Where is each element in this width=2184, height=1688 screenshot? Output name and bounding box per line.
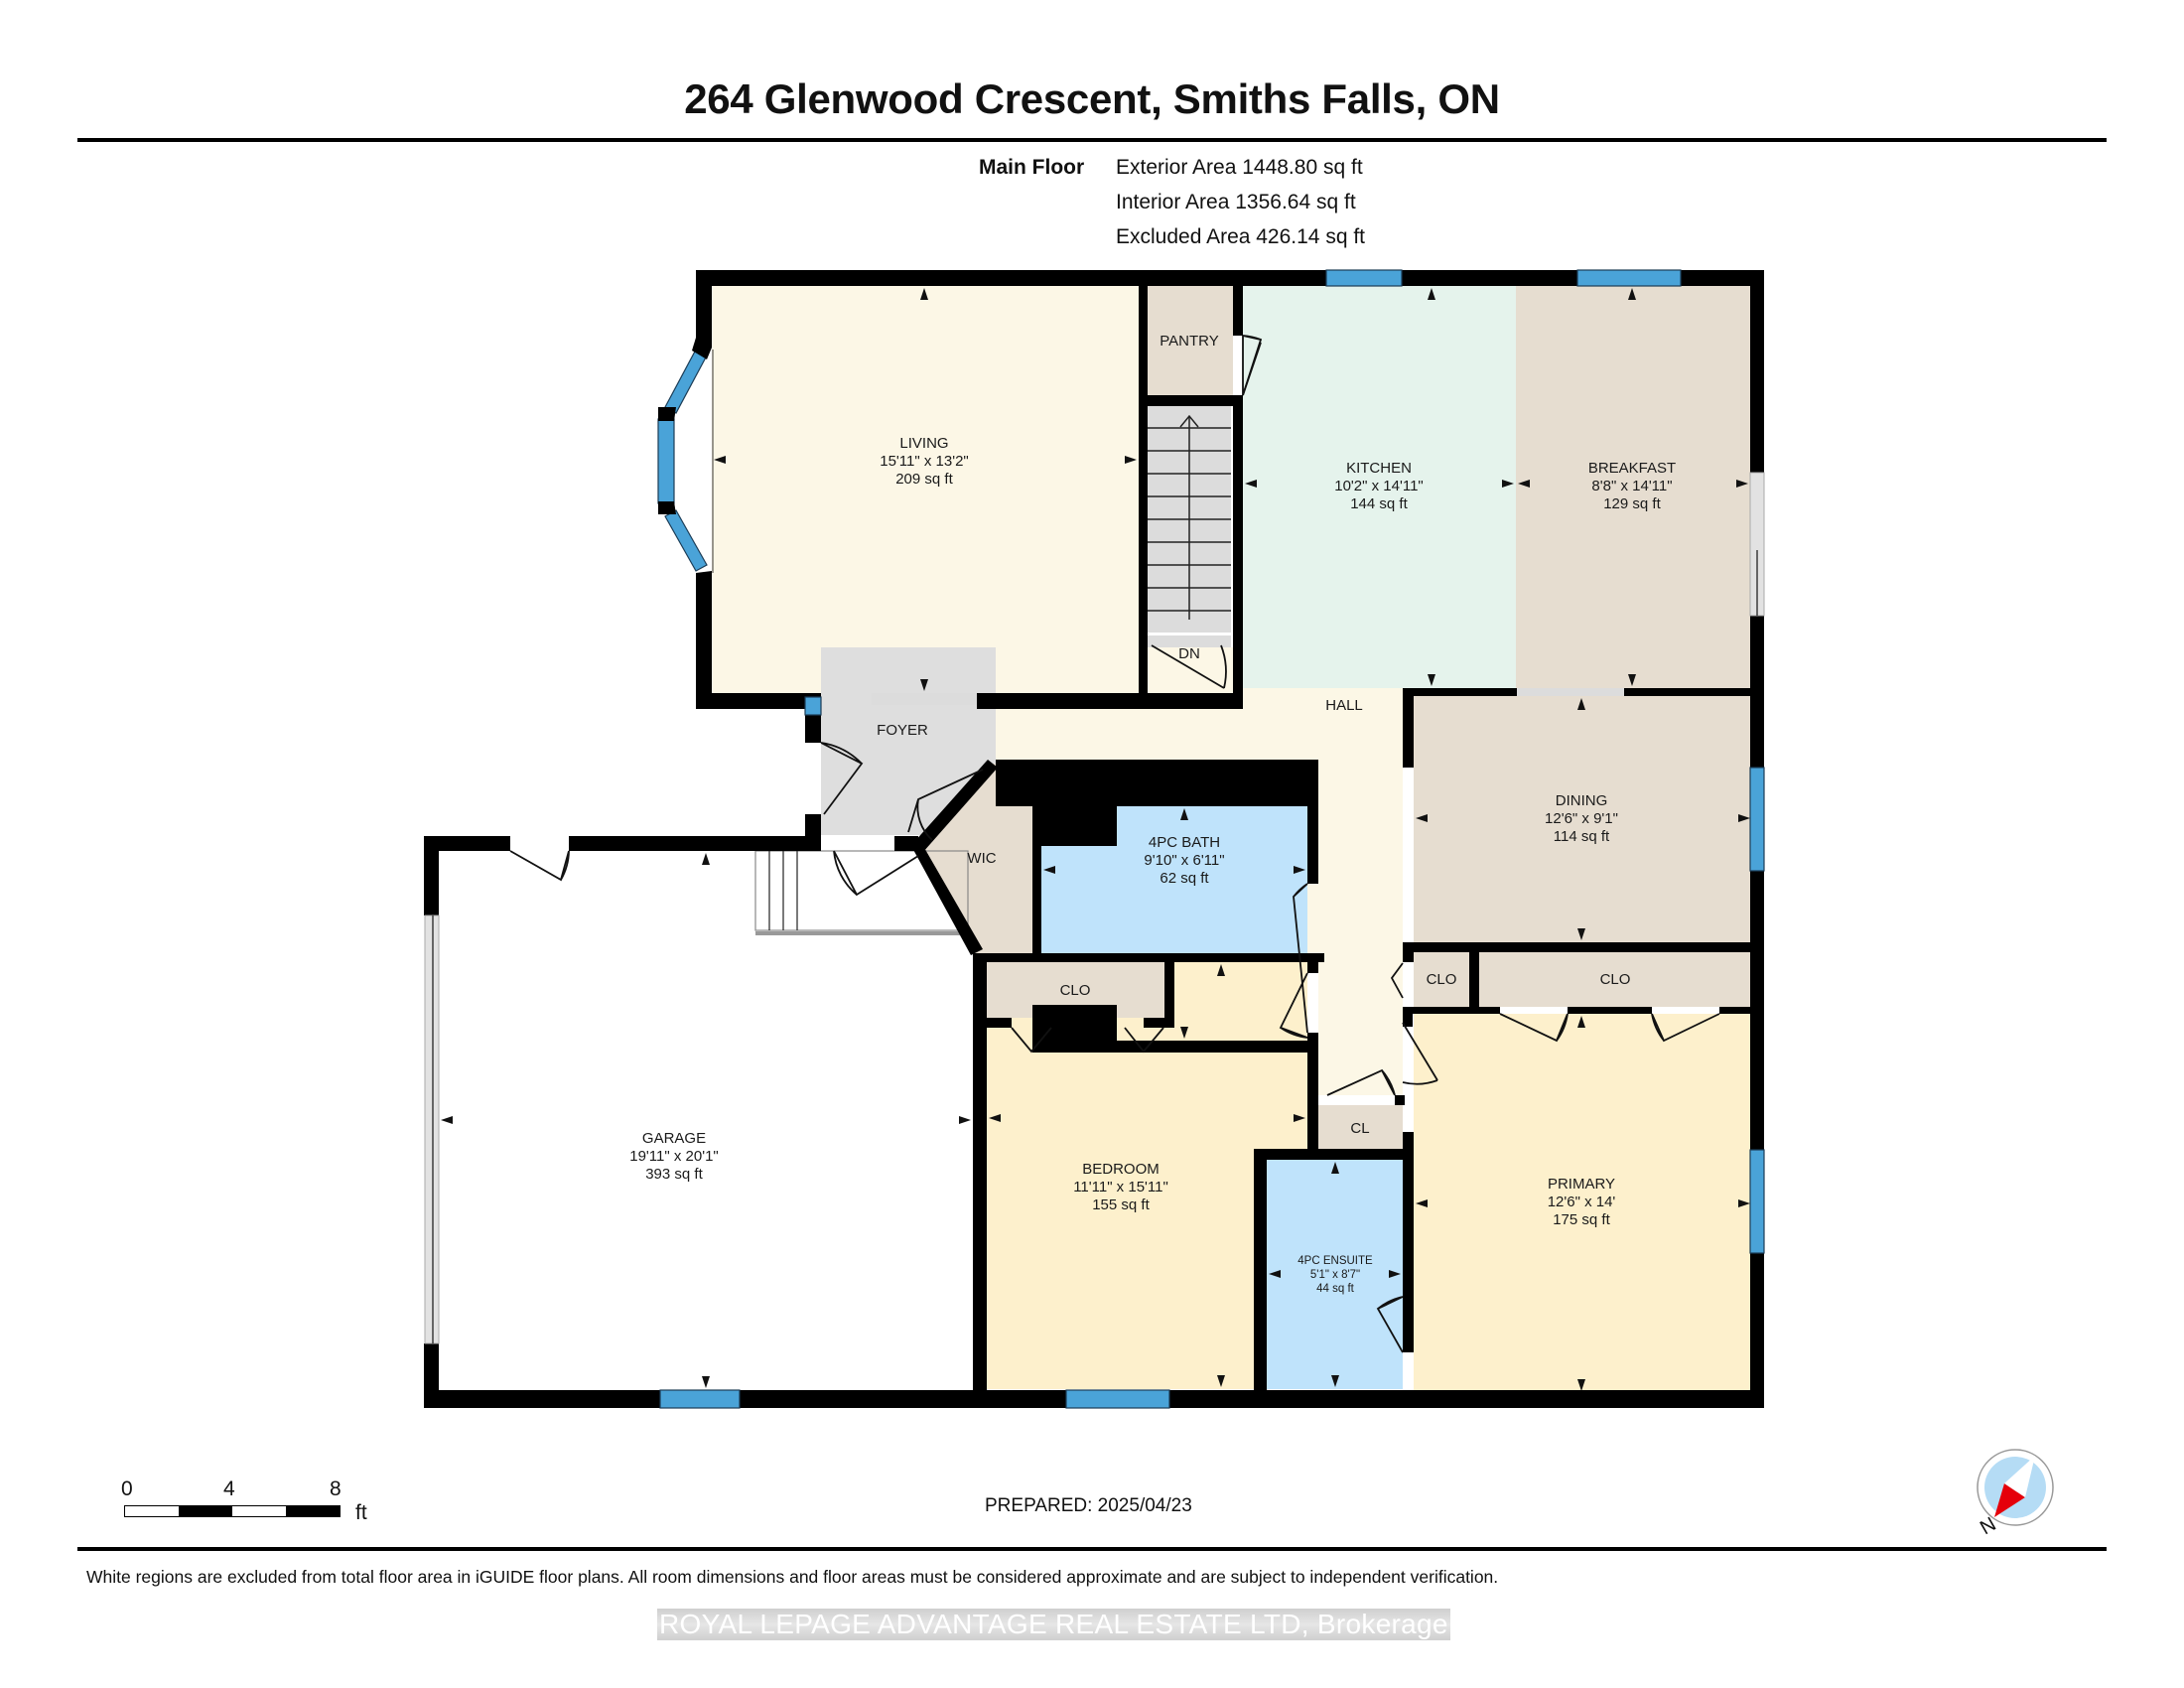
prepared-date: PREPARED: 2025/04/23	[985, 1495, 1192, 1516]
foyer-name: FOYER	[877, 722, 928, 739]
pantry-fill	[1148, 286, 1233, 395]
ensuite-fill	[1267, 1160, 1403, 1389]
dining-dims: 12'6" x 9'1"	[1545, 810, 1618, 827]
breakfast-name: BREAKFAST	[1588, 460, 1676, 477]
garage-area: 393 sq ft	[645, 1166, 703, 1183]
bedroom-dims: 11'11" x 15'11"	[1073, 1179, 1168, 1196]
compass-icon: N	[1977, 1449, 2054, 1539]
kitchen-window	[1325, 269, 1403, 287]
bay-window-frame	[658, 338, 712, 586]
hall-fill	[996, 647, 1403, 1095]
clo-bedroom-name: CLO	[1060, 982, 1091, 999]
living-name: LIVING	[899, 435, 948, 452]
primary-fill	[1414, 1014, 1752, 1393]
scale-tick-0: 0	[121, 1477, 133, 1500]
openings	[872, 635, 1624, 705]
dining-name: DINING	[1556, 792, 1608, 809]
living-area: 209 sq ft	[895, 471, 953, 488]
clo-primary-fill	[1479, 952, 1752, 1007]
scale-tick-8: 8	[330, 1477, 341, 1500]
scale-unit: ft	[355, 1501, 367, 1524]
bath-dims: 9'10" x 6'11"	[1144, 852, 1224, 869]
scale-bar-graphic	[124, 1505, 341, 1517]
scale-tick-4: 4	[223, 1477, 235, 1500]
breakfast-area: 129 sq ft	[1603, 495, 1661, 512]
interior-area: Interior Area 1356.64 sq ft	[1116, 191, 1356, 213]
kitchen-name: KITCHEN	[1346, 460, 1412, 477]
pantry-name: PANTRY	[1160, 333, 1218, 350]
garage-name: GARAGE	[642, 1130, 706, 1147]
excluded-area: Excluded Area 426.14 sq ft	[1116, 225, 1366, 248]
brokerage-watermark: ROYAL LEPAGE ADVANTAGE REAL ESTATE LTD, …	[657, 1609, 1450, 1640]
kitchen-dims: 10'2" x 14'11"	[1334, 478, 1424, 494]
primary-area: 175 sq ft	[1553, 1211, 1610, 1228]
dining-window	[1749, 767, 1765, 872]
cl-name: CL	[1350, 1120, 1369, 1137]
bay-window-top	[664, 349, 708, 414]
wic-name: WIC	[967, 850, 996, 867]
page-title: 264 Glenwood Crescent, Smiths Falls, ON	[684, 75, 1500, 122]
stair-treads	[1148, 414, 1231, 620]
bath-name: 4PC BATH	[1149, 834, 1220, 851]
living-fill	[712, 286, 1139, 693]
garage-fill	[439, 851, 973, 1390]
garage-steps	[754, 850, 969, 935]
wic-fill	[915, 764, 1032, 953]
doors	[509, 335, 1720, 1353]
bedroom-window	[1065, 1389, 1170, 1409]
primary-window	[1749, 1149, 1765, 1254]
exterior-area: Exterior Area 1448.80 sq ft	[1116, 156, 1363, 179]
foyer-window	[804, 696, 822, 716]
kitchen-fill	[1243, 286, 1517, 688]
ensuite-area: 44 sq ft	[1316, 1283, 1355, 1295]
garage-dims: 19'11" x 20'1"	[629, 1148, 719, 1165]
disclaimer: White regions are excluded from total fl…	[86, 1567, 1499, 1587]
living-dims: 15'11" x 13'2"	[880, 453, 969, 470]
floor-label: Main Floor	[979, 156, 1085, 179]
bay-window-front	[657, 418, 675, 504]
ensuite-dims: 5'1" x 8'7"	[1310, 1269, 1360, 1281]
breakfast-fill	[1516, 286, 1750, 688]
breakfast-window	[1576, 269, 1682, 287]
dining-fill	[1414, 696, 1752, 942]
dining-area: 114 sq ft	[1554, 828, 1610, 845]
garage-door	[424, 914, 440, 1344]
clo-small-fill	[1414, 952, 1469, 1007]
ensuite-name: 4PC ENSUITE	[1297, 1255, 1373, 1267]
breakfast-dims: 8'8" x 14'11"	[1591, 478, 1672, 494]
room-labels: LIVING 15'11" x 13'2" 209 sq ft PANTRY K…	[629, 333, 1676, 1295]
kitchen-area: 144 sq ft	[1350, 495, 1408, 512]
bath-area: 62 sq ft	[1160, 870, 1209, 887]
bedroom-name: BEDROOM	[1082, 1161, 1160, 1178]
bay-window-bottom	[664, 509, 708, 572]
hall-name: HALL	[1325, 697, 1363, 714]
primary-name: PRIMARY	[1548, 1176, 1615, 1193]
header-divider	[77, 138, 2107, 142]
clo-small-name: CLO	[1427, 971, 1457, 988]
bedroom-area: 155 sq ft	[1092, 1196, 1150, 1213]
room-fills	[439, 286, 1752, 1393]
cl-fill	[1316, 1105, 1403, 1149]
windows	[657, 269, 1765, 1409]
clo-primary-name: CLO	[1600, 971, 1631, 988]
footer-divider	[77, 1547, 2107, 1551]
garage-window	[659, 1389, 741, 1409]
stairs-dn-label: DN	[1178, 645, 1200, 662]
dimension-arrows	[441, 288, 1750, 1391]
primary-dims: 12'6" x 14'	[1548, 1194, 1616, 1210]
